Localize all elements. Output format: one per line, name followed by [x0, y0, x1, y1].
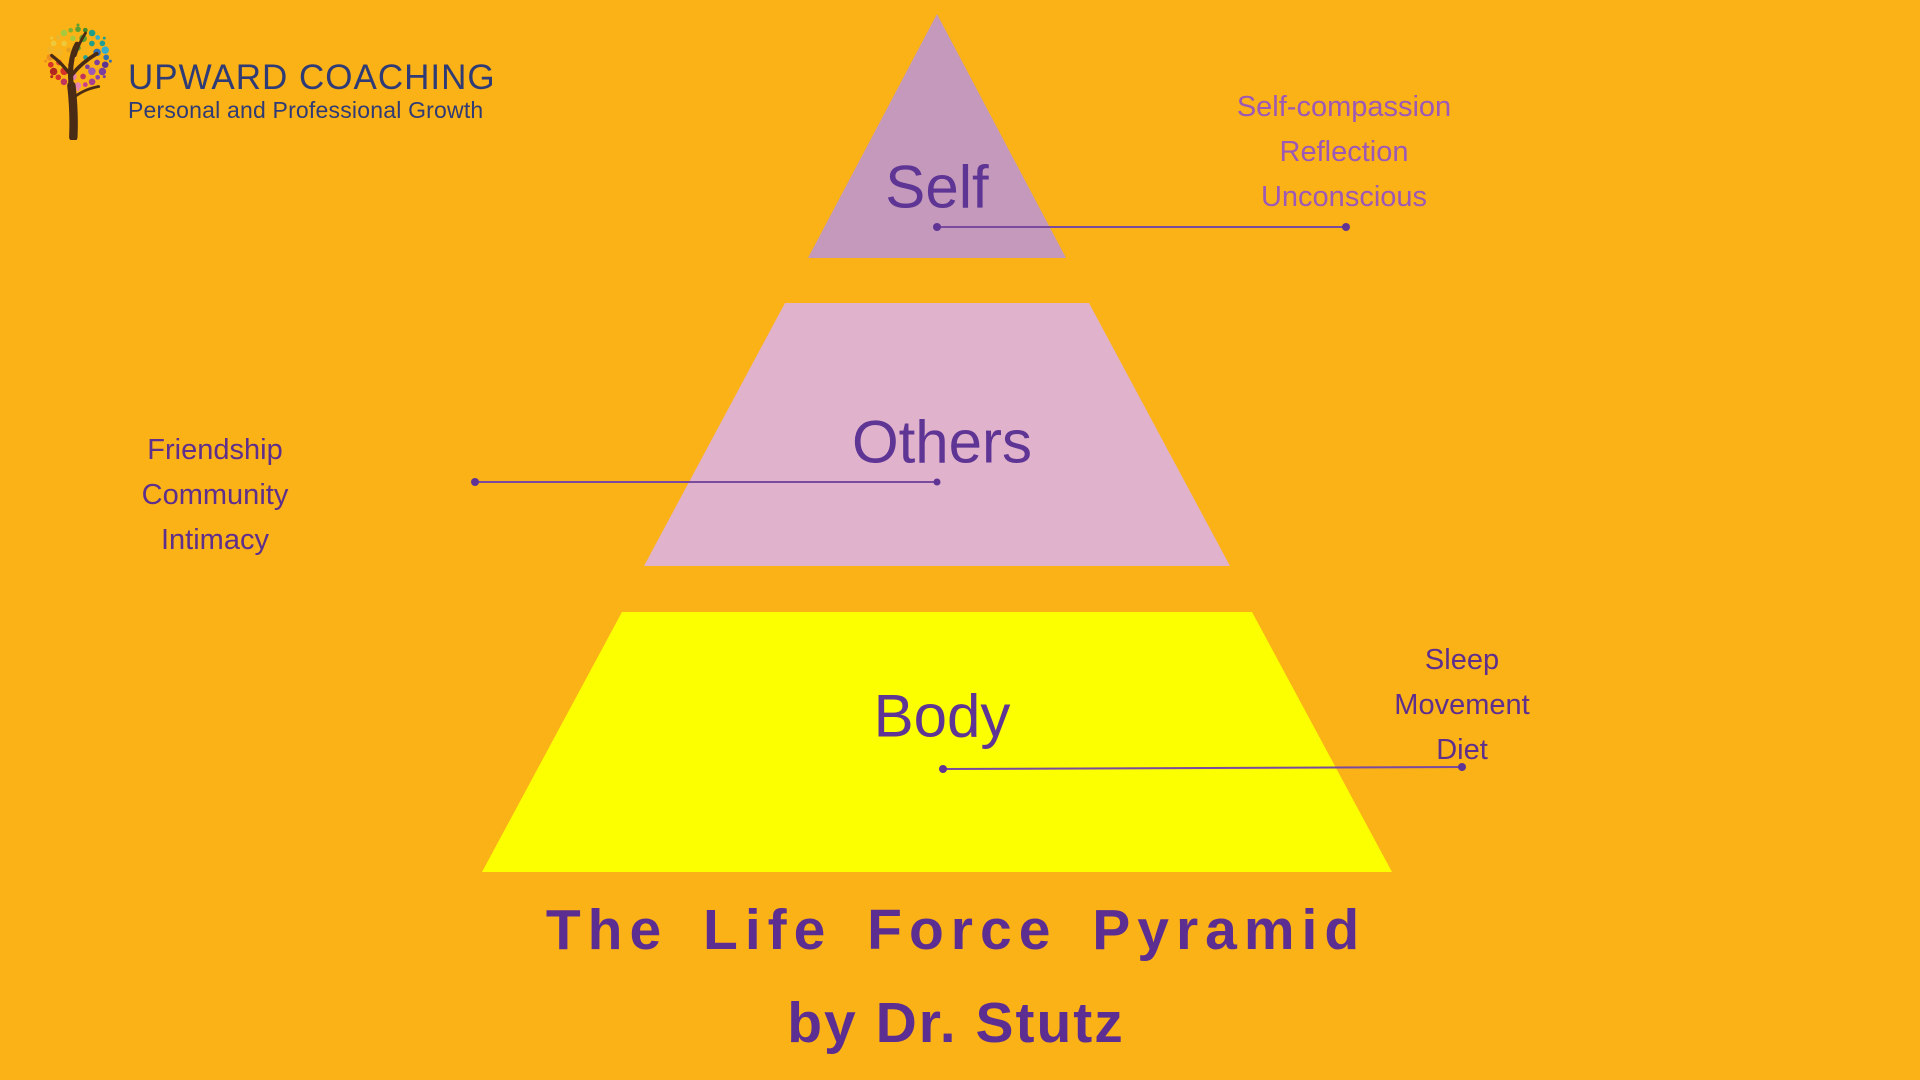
body-annotation-item: Movement: [1394, 689, 1530, 721]
tree-logo-icon: [44, 23, 112, 140]
self-annotation-item: Unconscious: [1260, 181, 1428, 213]
self-connector-dot-left: [933, 223, 941, 231]
tier-label-body: Body: [873, 682, 1011, 750]
upward-coaching-logo: UPWARD COACHING Personal and Professiona…: [28, 14, 495, 144]
self-annotation-item: Reflection: [1279, 136, 1409, 168]
self-annotations: Self-compassion Reflection Unconscious: [1237, 85, 1451, 220]
others-connector-dot-right: [933, 478, 941, 486]
body-connector-line: [942, 766, 1463, 770]
logo-tagline: Personal and Professional Growth: [128, 97, 484, 123]
body-annotations: Sleep Movement Diet: [1394, 638, 1529, 773]
pyramid-tier-body-shape: [482, 612, 1392, 872]
self-connector-dot-right: [1342, 223, 1350, 231]
pyramid-tier-self-shape: [808, 14, 1066, 258]
others-annotation-item: Intimacy: [161, 524, 269, 556]
others-annotation-item: Friendship: [147, 434, 283, 466]
tier-label-self: Self: [885, 153, 989, 221]
pyramid-tier-others-shape: [644, 303, 1230, 566]
body-annotation-item: Sleep: [1424, 644, 1500, 676]
self-annotation-item: Self-compassion: [1236, 91, 1452, 123]
others-annotation-item: Community: [141, 479, 289, 511]
page-title-line2: by Dr. Stutz: [787, 991, 1125, 1055]
tier-label-others: Others: [851, 408, 1033, 476]
others-annotations: Friendship Community Intimacy: [142, 428, 289, 563]
logo-name: UPWARD COACHING: [128, 58, 496, 97]
body-connector-dot-left: [939, 765, 947, 773]
page-title: The Life Force Pyramid by Dr. Stutz: [546, 899, 1366, 1054]
page-title-line1: The Life Force Pyramid: [545, 898, 1367, 962]
others-connector-dot-left: [471, 478, 479, 486]
body-connector-dot-right: [1458, 763, 1466, 771]
body-annotation-item: Diet: [1436, 734, 1488, 766]
